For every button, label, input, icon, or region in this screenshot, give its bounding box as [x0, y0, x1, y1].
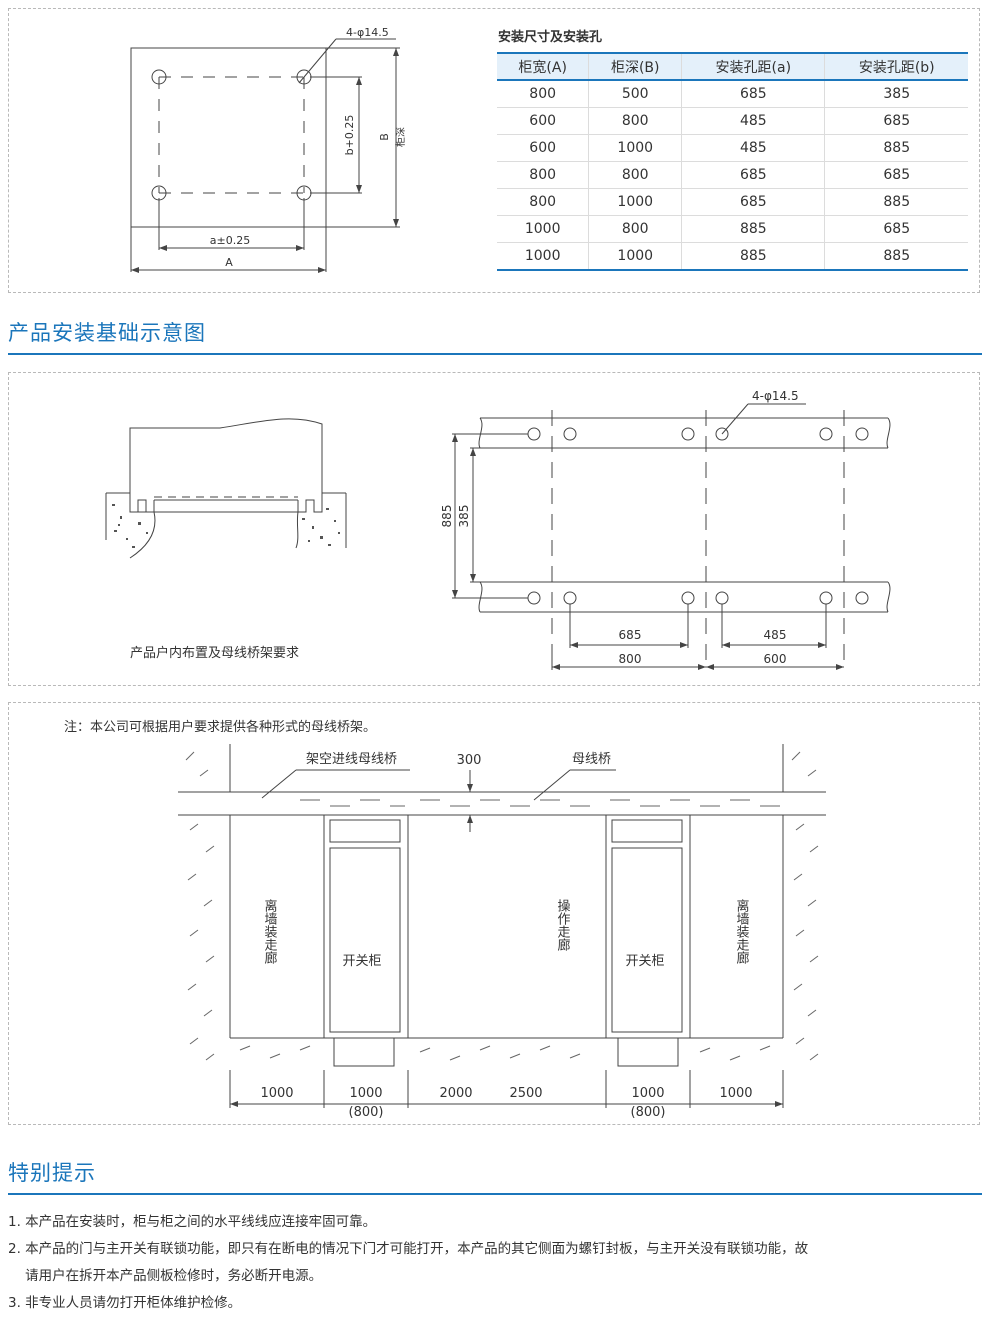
- bottom-dim: 2000: [439, 1086, 472, 1101]
- table-cell: 800: [497, 80, 589, 108]
- table-cell: 1000: [588, 188, 682, 216]
- table-cell: 685: [824, 215, 968, 243]
- dim-600: 600: [764, 652, 787, 666]
- table-cell: 685: [681, 188, 825, 216]
- table-cell: 500: [588, 80, 682, 108]
- list-item: 2. 本产品的门与主开关有联锁功能，即只有在断电的情况下门才可能打开，本产品的其…: [8, 1241, 809, 1257]
- table-cell: 885: [824, 134, 968, 162]
- table-cell: 885: [824, 242, 968, 271]
- busbar-hatch: [300, 799, 780, 807]
- table-cell: 685: [824, 107, 968, 135]
- b-dimension-label: b+0.25: [343, 115, 356, 156]
- operation-corridor-label: 操作走廊: [555, 898, 571, 951]
- table-cell: 685: [681, 80, 825, 108]
- section-title-foundation: 产品安装基础示意图: [8, 317, 982, 355]
- section-title-text: 特别提示: [8, 1161, 96, 1185]
- dim-300: 300: [457, 753, 482, 768]
- foundation-diagram-panel: [8, 372, 980, 686]
- hole-spec-label-2: 4-φ14.5: [752, 389, 799, 403]
- table-cell: 800: [497, 161, 589, 189]
- room-layout-panel: [8, 702, 980, 1125]
- install-dimensions-panel: [8, 8, 980, 293]
- table-cell: 600: [497, 107, 589, 135]
- table-cell: 685: [824, 161, 968, 189]
- a-dimension-label: a±0.25: [210, 234, 250, 247]
- table-cell: 485: [681, 107, 825, 135]
- table-cell: 885: [681, 242, 825, 271]
- col-header-hole-a: 安装孔距(a): [681, 52, 825, 81]
- table-row: 800 500 685 385: [497, 80, 968, 108]
- tips-list: 1. 本产品在安装时，柜与柜之间的水平线线应连接牢固可靠。 2. 本产品的门与主…: [8, 1209, 984, 1317]
- bottom-dim-alt: (800): [349, 1105, 384, 1120]
- depth-label: 柜深: [394, 127, 407, 147]
- hole-spec-label: 4-φ14.5: [346, 26, 389, 39]
- list-item: 1. 本产品在安装时，柜与柜之间的水平线线应连接牢固可靠。: [8, 1214, 377, 1230]
- table-cell: 685: [681, 161, 825, 189]
- section-title-tips: 特别提示: [8, 1157, 982, 1195]
- wall-corridor-label-left: 离墙装走廊: [262, 898, 278, 964]
- bottom-dim: 2500: [509, 1086, 542, 1101]
- section-title-text: 产品安装基础示意图: [8, 321, 206, 345]
- col-header-hole-b: 安装孔距(b): [824, 52, 968, 81]
- table-cell: 600: [497, 134, 589, 162]
- switch-cabinet-label-2: 开关柜: [625, 954, 664, 969]
- table-row: 1000 1000 885 885: [497, 242, 968, 271]
- bottom-dim-alt: (800): [631, 1105, 666, 1120]
- table-row: 1000 800 885 685: [497, 215, 968, 243]
- room-layout-drawing: 架空进线母线桥 300 母线桥 开关柜 开关柜 离墙装走廊 操作走廊 离墙装走廊…: [178, 744, 826, 1120]
- mounting-hole-drawing: 4-φ14.5 a±0.25 A b+0.25 B 柜深: [130, 26, 407, 273]
- foundation-section-drawing: 4-φ14.5 885 385 685 800 485 600: [105, 389, 891, 670]
- wall-hatch: [185, 751, 819, 1061]
- bottom-dim: 1000: [349, 1086, 382, 1101]
- dim-800: 800: [619, 652, 642, 666]
- install-table-title: 安装尺寸及安装孔: [498, 30, 603, 45]
- table-cell: 1000: [497, 242, 589, 271]
- section-rule: [8, 353, 982, 355]
- switch-cabinet-label-1: 开关柜: [342, 954, 381, 969]
- dim-685: 685: [619, 628, 642, 642]
- table-cell: 485: [681, 134, 825, 162]
- A-dimension-label: A: [225, 256, 233, 269]
- table-cell: 800: [588, 161, 682, 189]
- col-header-depth: 柜深(B): [588, 52, 682, 81]
- table-cell: 385: [824, 80, 968, 108]
- table-cell: 885: [824, 188, 968, 216]
- list-item: 3. 非专业人员请勿打开柜体维护检修。: [8, 1295, 242, 1311]
- table-cell: 1000: [497, 215, 589, 243]
- wall-corridor-label-right: 离墙装走廊: [734, 898, 750, 964]
- table-cell: 885: [681, 215, 825, 243]
- list-item: 请用户在拆开本产品侧板检修时，务必断开电源。: [8, 1268, 323, 1284]
- section-rule: [8, 1193, 982, 1195]
- dim-385: 385: [457, 505, 471, 528]
- bottom-dim: 1000: [719, 1086, 752, 1101]
- table-row: 600 1000 485 885: [497, 134, 968, 162]
- overhead-busbar-label: 架空进线母线桥: [306, 752, 397, 767]
- bottom-dim: 1000: [260, 1086, 293, 1101]
- dim-485: 485: [764, 628, 787, 642]
- B-dimension-label: B: [378, 133, 391, 141]
- table-row: 800 800 685 685: [497, 161, 968, 189]
- table-cell: 800: [588, 107, 682, 135]
- table-cell: 800: [588, 215, 682, 243]
- table-row: 600 800 485 685: [497, 107, 968, 135]
- concrete-texture: [112, 504, 340, 548]
- table-cell: 800: [497, 188, 589, 216]
- busbar-label: 母线桥: [572, 752, 611, 767]
- table-cell: 1000: [588, 134, 682, 162]
- table-cell: 1000: [588, 242, 682, 271]
- busbar-note: 注：本公司可根据用户要求提供各种形式的母线桥架。: [64, 720, 377, 735]
- col-header-width: 柜宽(A): [497, 52, 589, 81]
- install-dimensions-table: 柜宽(A) 柜深(B) 安装孔距(a) 安装孔距(b) 800 500 685 …: [497, 52, 968, 271]
- dim-885: 885: [440, 505, 454, 528]
- table-row: 800 1000 685 885: [497, 188, 968, 216]
- indoor-layout-caption: 产品户内布置及母线桥架要求: [130, 646, 300, 661]
- bottom-dim: 1000: [631, 1086, 664, 1101]
- table-header-row: 柜宽(A) 柜深(B) 安装孔距(a) 安装孔距(b): [497, 52, 968, 81]
